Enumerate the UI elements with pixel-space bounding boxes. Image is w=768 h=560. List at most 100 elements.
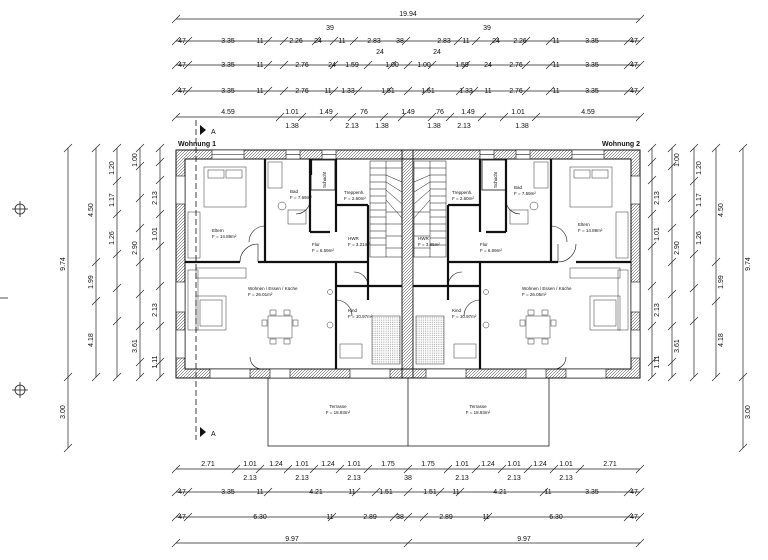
- room-l-eltern-area: F = 14.89m²: [212, 234, 237, 239]
- overall-right-terrace: 3.00: [745, 405, 752, 419]
- room-r-treppen-name: Treppenh.: [452, 190, 472, 195]
- dim-b1-11: 1.24: [533, 461, 547, 468]
- dim-b1-4: 1.24: [321, 461, 335, 468]
- dim-r4-3: 76: [360, 109, 368, 116]
- unit-labels: Wohnung 1 Wohnung 2 A A: [178, 129, 640, 438]
- right-b-7: 1.17: [696, 193, 703, 207]
- windows: [175, 149, 641, 379]
- dim-b3-5: 2.89: [439, 514, 453, 521]
- room-r-hwr-name: HWR: [418, 236, 429, 241]
- dim-b2-11: 3.35: [585, 489, 599, 496]
- dim-r3-1: 3.35: [221, 88, 235, 95]
- dim-b2-5: 1.51: [379, 489, 393, 496]
- dim-b1-5: 1.01: [347, 461, 361, 468]
- room-r-wohnen-area: F = 26.05m²: [522, 292, 547, 297]
- dim-r3-10: 2.76: [509, 88, 523, 95]
- dim-r3-13: 47: [630, 88, 638, 95]
- overall-left-terrace: 3.00: [60, 405, 67, 419]
- room-l-hwr-area: F = 3.21m²: [348, 242, 370, 247]
- dim-b1-6: 1.75: [381, 461, 395, 468]
- dim-r4-sub-2: 1.38: [375, 123, 389, 130]
- room-r-bad-area: F = 7.59m²: [514, 191, 536, 196]
- right-b-4: 2.13: [654, 191, 661, 205]
- dim-r3-5: 1.33: [341, 88, 355, 95]
- dim-r3-8: 1.33: [459, 88, 473, 95]
- furniture: [187, 161, 629, 365]
- dim-r1-5: 11: [338, 38, 345, 45]
- overall-bottom-left: 9.97: [285, 536, 299, 543]
- dim-b1-sub-2: 2.13: [347, 475, 361, 482]
- dim-r4-7: 1.01: [511, 109, 525, 116]
- dim-r2-9: 24: [484, 62, 492, 69]
- section-mark-top: A: [211, 129, 216, 136]
- room-r-wohnen-name: Wohnen / Essen / Küche: [522, 286, 572, 291]
- room-l-bad-area: F = 7.59m²: [290, 195, 312, 200]
- unit-label-w1: Wohnung 1: [178, 141, 216, 148]
- right-b-20: 1.11: [654, 355, 661, 368]
- dim-b1-sub-4: 2.13: [507, 475, 521, 482]
- dim-r2-2: 11: [256, 62, 263, 69]
- staircase-right: [413, 160, 447, 258]
- dim-r4-sub-1: 2.13: [345, 123, 359, 130]
- dim-r4-sub-4: 2.13: [457, 123, 471, 130]
- dim-r2-11: 11: [552, 62, 559, 69]
- dim-b1-2: 1.24: [269, 461, 283, 468]
- dimension-ticks: [63, 14, 748, 548]
- dim-b3-3: 2.89: [363, 514, 377, 521]
- dim-r3-2: 11: [256, 88, 263, 95]
- shafts: [310, 159, 507, 191]
- dim-b2-4: 11: [348, 489, 355, 496]
- building: [175, 120, 641, 447]
- room-l-terrasse-area: F = 18.93m²: [326, 410, 351, 415]
- dim-r1-10: 24: [492, 38, 500, 45]
- right-b-1: 1.20: [696, 161, 703, 175]
- right-b-12: 1.26: [696, 231, 703, 245]
- section-markers: [200, 125, 206, 437]
- dim-r1-7: 38: [396, 38, 404, 45]
- dim-b1-13: 2.71: [603, 461, 617, 468]
- room-l-terrasse-name: Terrasse: [329, 404, 347, 409]
- dim-top-24-b: 24: [433, 49, 441, 56]
- room-l-hwr-name: HWR: [348, 236, 359, 241]
- dim-r3-4: 11: [324, 88, 331, 95]
- dim-r1-1: 3.35: [221, 38, 235, 45]
- dim-r1-2: 11: [256, 38, 263, 45]
- dim-r2-3: 2.76: [295, 62, 309, 69]
- room-l-wohnen-name: Wohnen / Essen / Küche: [248, 286, 298, 291]
- dim-r3-9: 11: [484, 88, 491, 95]
- dim-r1-0: 47: [178, 38, 186, 45]
- room-l-wohnen-area: F = 26.01m²: [248, 292, 273, 297]
- dim-r1-9: 11: [462, 38, 469, 45]
- dim-b3-0: 47: [178, 514, 186, 521]
- dim-r2-6: 1.00: [385, 62, 399, 69]
- dim-b1-sub-3: 2.13: [455, 475, 469, 482]
- room-l-bad-name: Bad: [290, 189, 299, 194]
- room-r-kind-name: Kind: [452, 308, 462, 313]
- dim-b1-1: 1.01: [243, 461, 257, 468]
- dim-b1-3: 1.01: [295, 461, 309, 468]
- room-r-bad-name: Bad: [514, 185, 523, 190]
- dim-b3-4: 38: [396, 514, 404, 521]
- right-b-6: 1.01: [654, 227, 661, 241]
- dim-b1-10: 1.01: [507, 461, 521, 468]
- dim-r2-12: 3.35: [585, 62, 599, 69]
- left-b-19: 2.13: [152, 303, 159, 317]
- dim-b2-7: 1.51: [423, 489, 437, 496]
- dim-b1-8: 1.01: [455, 461, 469, 468]
- dim-b2-9: 4.21: [493, 489, 507, 496]
- dim-r2-8: 1.59: [455, 62, 469, 69]
- dim-b1-sub-0: 2.13: [243, 475, 257, 482]
- dim-r4-sub-0: 1.38: [285, 123, 299, 130]
- room-l-treppen-name: Treppenh.: [344, 190, 364, 195]
- dim-b1-7: 1.75: [421, 461, 435, 468]
- left-b-18: 3.61: [132, 339, 139, 353]
- left-b-7: 1.17: [109, 193, 116, 207]
- room-l-kind-area: F = 10.97m²: [348, 314, 373, 319]
- dim-b1-0: 2.71: [201, 461, 215, 468]
- dim-r4-0: 4.59: [221, 109, 235, 116]
- left-b-1: 1.20: [109, 161, 116, 175]
- dim-r4-2: 1.49: [319, 109, 333, 116]
- dim-b3-1: 6.30: [253, 514, 267, 521]
- dim-r1-3: 2.26: [289, 38, 303, 45]
